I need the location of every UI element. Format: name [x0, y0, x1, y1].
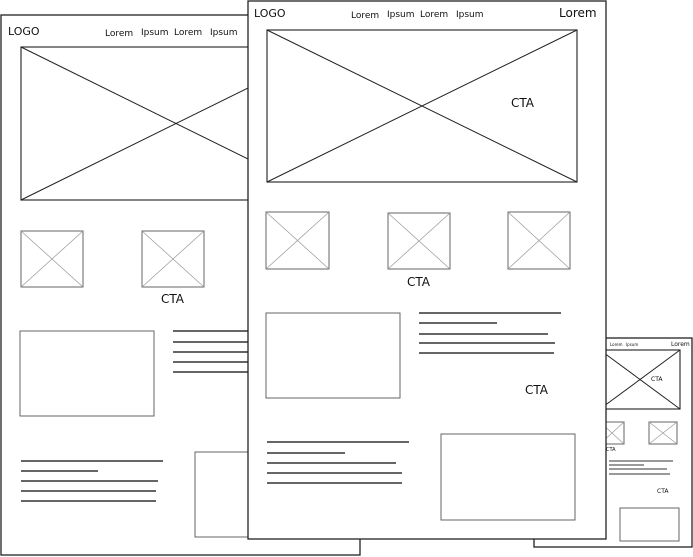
nav-item-right: Lorem [559, 6, 597, 20]
nav-item: Lorem [174, 28, 202, 38]
nav-item-right: Lorem [671, 341, 690, 348]
nav-item: Ipsum [141, 28, 169, 38]
image-placeholder [387, 212, 451, 270]
nav-item: Ipsum [210, 28, 238, 38]
text-cta: CTA [525, 383, 549, 397]
nav-item: Lorem [610, 342, 623, 347]
image-placeholder [648, 421, 678, 445]
text-cta: CTA [657, 488, 669, 495]
text-lines [21, 460, 163, 502]
images-cta: CTA [407, 275, 431, 289]
hero-cta: CTA [651, 376, 663, 383]
image-placeholder [507, 211, 571, 270]
logo: LOGO [8, 25, 40, 38]
images-cta: CTA [606, 447, 616, 453]
image-placeholder [265, 211, 330, 270]
nav-item: Ipsum [626, 342, 638, 347]
image-placeholder [141, 230, 205, 288]
content-box [265, 312, 401, 399]
content-box [19, 330, 155, 417]
hero-image-placeholder [266, 29, 578, 183]
nav-item: Ipsum [456, 10, 484, 20]
nav-item: Lorem [105, 29, 133, 39]
images-cta: CTA [161, 292, 185, 306]
content-box [440, 433, 576, 521]
text-lines [419, 312, 561, 354]
content-box [619, 507, 680, 542]
nav-item: Lorem [351, 11, 379, 21]
logo: LOGO [254, 7, 286, 20]
text-lines [609, 460, 673, 475]
hero-cta: CTA [511, 96, 535, 110]
nav-item: Ipsum [387, 10, 415, 20]
nav-item: Lorem [420, 10, 448, 20]
image-placeholder [20, 230, 84, 288]
wireframe-page-front: LOGO Lorem Ipsum Lorem Ipsum Lorem CTA C… [247, 0, 607, 540]
text-lines [267, 441, 409, 484]
